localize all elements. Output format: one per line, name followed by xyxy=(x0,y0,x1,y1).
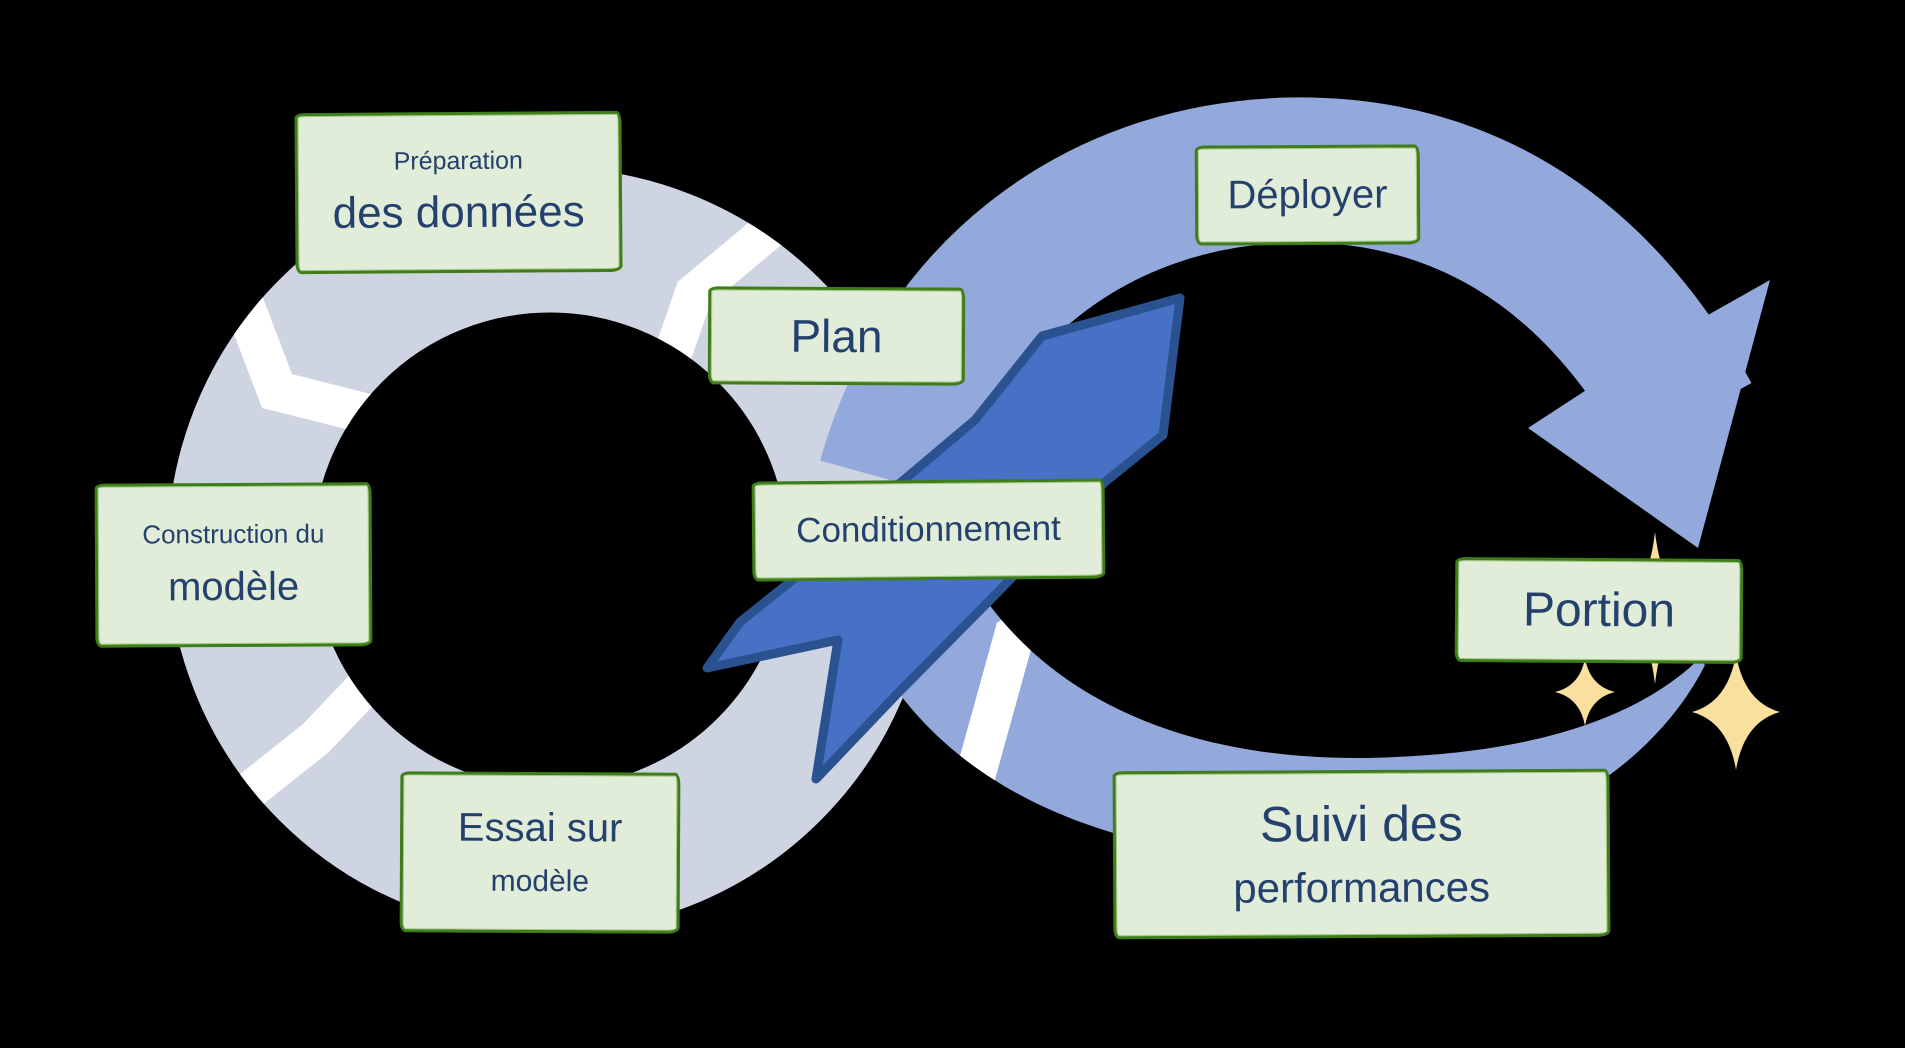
right-loop-arrowhead xyxy=(1528,280,1770,548)
node-label: Préparation xyxy=(393,146,524,176)
node-label: des données xyxy=(332,186,585,238)
node-label: modèle xyxy=(490,864,590,899)
node-label: Plan xyxy=(790,309,883,362)
loop-gap-chevron-right-bottom xyxy=(925,570,1110,891)
node-deployer: Déployer xyxy=(1194,144,1421,246)
node-essai-sur-modele: Essai sur modèle xyxy=(399,771,681,934)
node-conditionnement: Conditionnement xyxy=(751,478,1106,582)
node-label: modèle xyxy=(167,564,300,610)
node-label: Portion xyxy=(1522,583,1676,638)
sparkle-icon xyxy=(1555,658,1615,726)
loop-gap-chevron-lower-left xyxy=(226,644,406,815)
node-portion: Portion xyxy=(1454,556,1744,665)
node-construction-du-modele: Construction du modèle xyxy=(94,482,373,648)
node-label: performances xyxy=(1233,862,1491,912)
sparkle-icon xyxy=(1692,654,1780,770)
loop-gap-chevron-top-left xyxy=(209,254,397,440)
node-label: Construction du xyxy=(142,518,325,550)
node-plan: Plan xyxy=(707,286,966,386)
node-label: Déployer xyxy=(1227,172,1388,218)
node-label: Essai sur xyxy=(457,805,623,851)
node-suivi-des-performances: Suivi des performances xyxy=(1112,768,1611,940)
node-label: Suivi des xyxy=(1259,795,1463,853)
loop-gap-chevron-upper-right xyxy=(637,213,785,412)
node-preparation-des-donnees: Préparation des données xyxy=(294,110,623,275)
node-label: Conditionnement xyxy=(796,508,1061,551)
